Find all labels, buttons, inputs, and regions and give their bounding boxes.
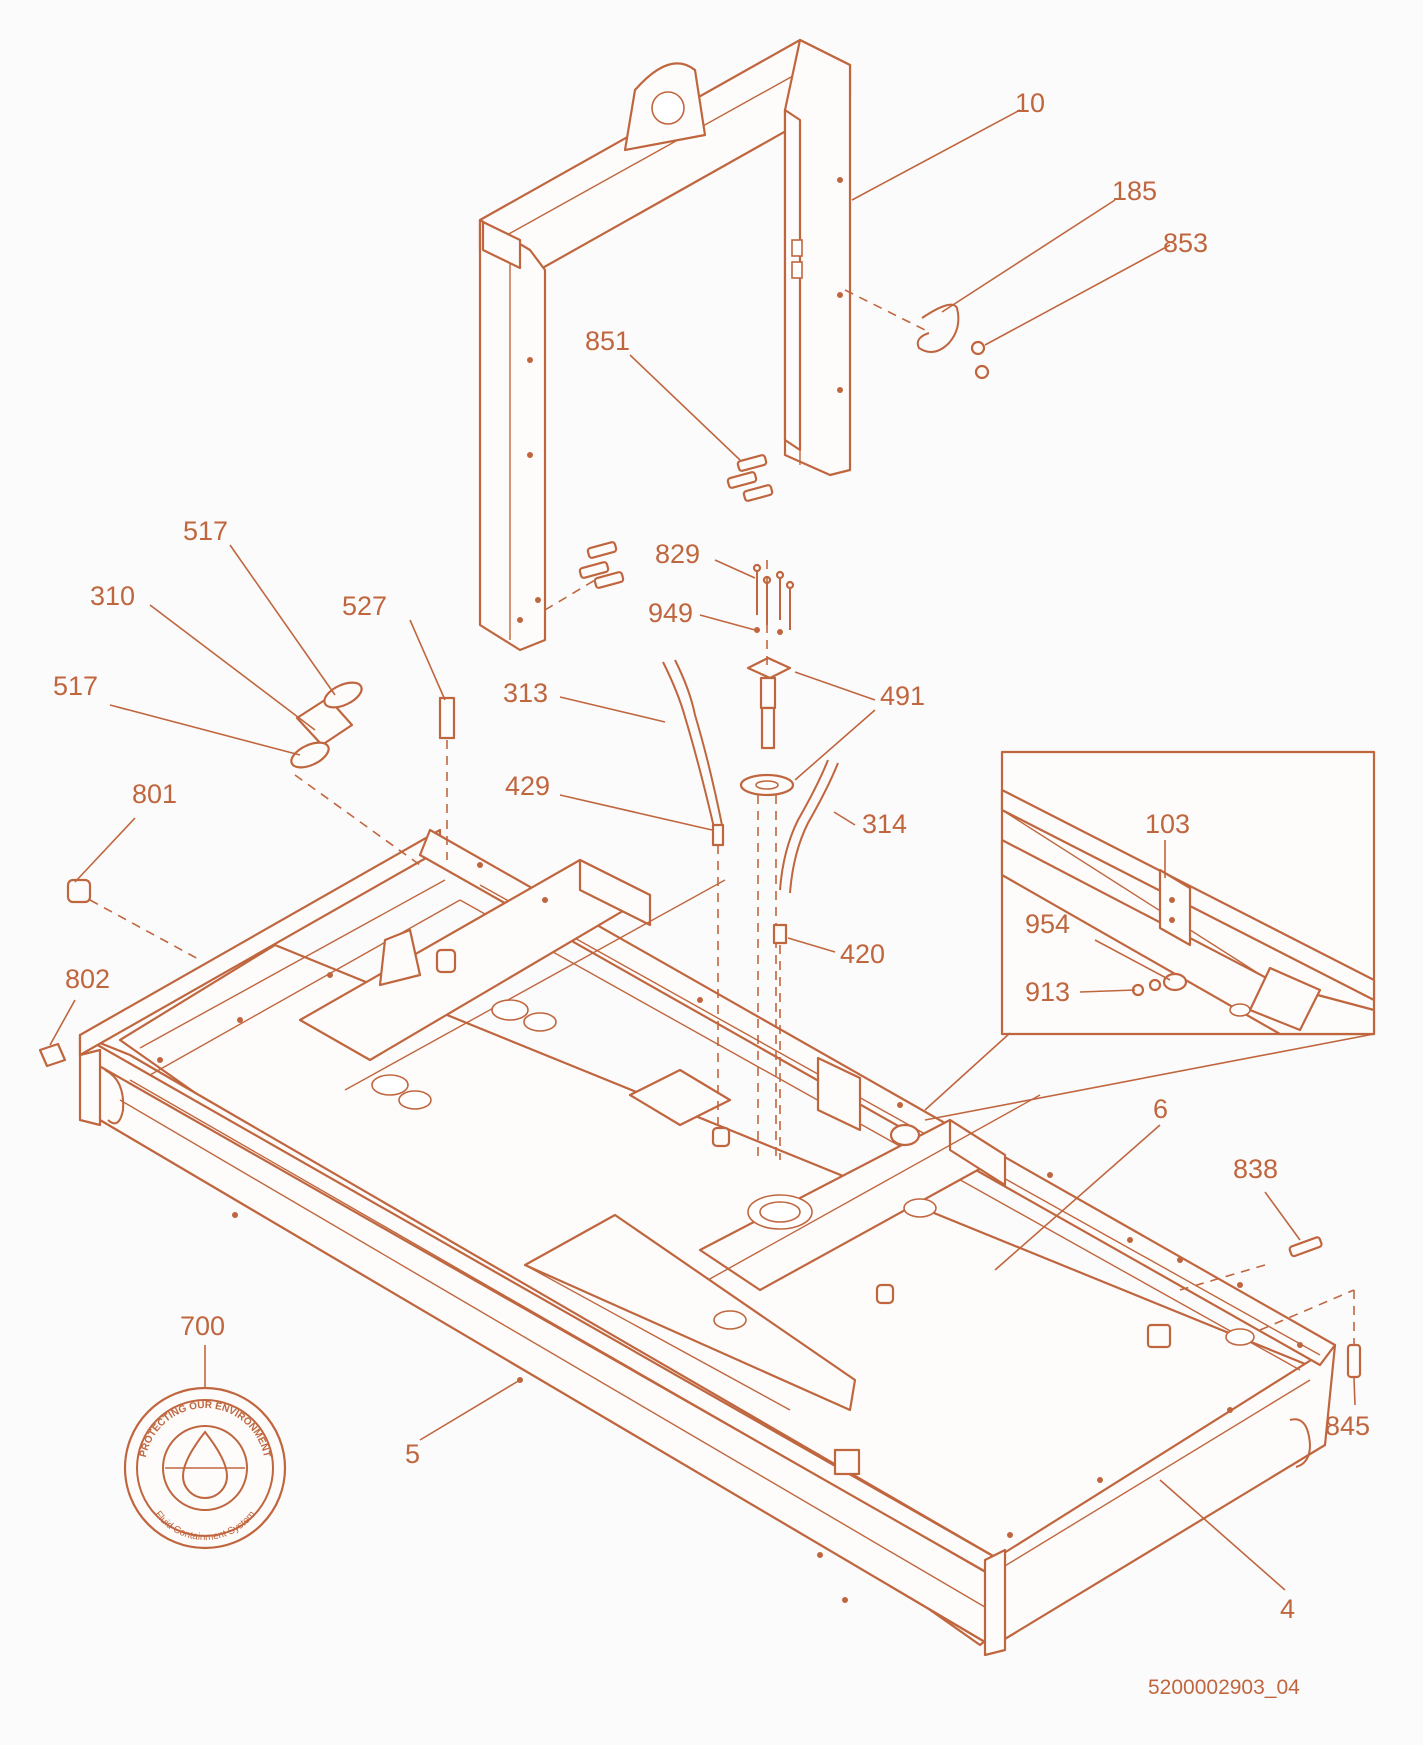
fitting-420 (772, 923, 788, 945)
detail-inset (924, 750, 1376, 1121)
plug-802 (38, 1042, 67, 1068)
inset-bracket (1158, 868, 1192, 947)
callout-5: 5 (405, 1439, 420, 1469)
connector-913-954 (889, 1123, 921, 1147)
callout-700: 700 (180, 1311, 225, 1341)
callout-517-bottom: 517 (53, 671, 98, 701)
back-rail (418, 828, 1337, 1367)
callout-853: 853 (1163, 228, 1208, 258)
callout-949: 949 (648, 598, 693, 628)
floor-hatch (628, 1068, 732, 1127)
spring-clip-185 (916, 303, 960, 353)
plug-801 (66, 878, 92, 904)
callout-491: 491 (880, 681, 925, 711)
cross-member-2-end (948, 1118, 1007, 1187)
lift-frame (478, 38, 852, 652)
cross-members (157, 858, 1303, 1603)
callout-185: 185 (1112, 176, 1157, 206)
callout-429: 429 (505, 771, 550, 801)
callout-314: 314 (862, 809, 907, 839)
bolt-853a (970, 340, 986, 356)
callout-103: 103 (1145, 809, 1190, 839)
callout-310: 310 (90, 581, 135, 611)
callout-913: 913 (1025, 977, 1070, 1007)
end-rail-left-face (78, 1048, 102, 1127)
callout-851: 851 (585, 326, 630, 356)
callout-845: 845 (1325, 1411, 1370, 1441)
right-post-inner (783, 108, 802, 452)
channel-rail (523, 1213, 857, 1412)
fitting-429 (711, 823, 725, 847)
fill-spout (378, 928, 422, 987)
fuel-sender-491 (739, 560, 795, 1162)
callout-6: 6 (1153, 1094, 1168, 1124)
base-frame (78, 828, 1337, 1657)
callout-517-top: 517 (183, 516, 228, 546)
fluid-drop-icon (181, 1430, 229, 1499)
callout-801: 801 (132, 779, 177, 809)
drawing-number: 5200002903_04 (1148, 1676, 1300, 1699)
hose-310 (290, 681, 363, 769)
small-parts (38, 289, 1362, 1379)
callout-838: 838 (1233, 1154, 1278, 1184)
bolt-838 (1288, 1236, 1323, 1258)
callout-4: 4 (1280, 1594, 1295, 1624)
cross-member-1-end (578, 858, 652, 927)
callout-527: 527 (342, 591, 387, 621)
callout-10: 10 (1015, 88, 1045, 118)
tube-313 (662, 661, 716, 833)
corner-plate (983, 1548, 1007, 1657)
callout-labels: 10 185 853 851 517 310 517 527 829 949 3… (53, 88, 1370, 1699)
fitting-527 (438, 696, 456, 740)
callout-829: 829 (655, 539, 700, 569)
callout-954: 954 (1025, 909, 1070, 939)
bolt-845 (1346, 1343, 1362, 1379)
bolts-851 (578, 454, 774, 589)
inset-connector (1162, 972, 1188, 992)
callout-420: 420 (840, 939, 885, 969)
tube-314 (779, 759, 829, 891)
callout-802: 802 (65, 964, 110, 994)
bolt-853b (974, 364, 990, 380)
left-post-tube-end (481, 220, 522, 270)
environment-badge: PROTECTING OUR ENVIRONMENT Fluid Contain… (123, 1386, 287, 1550)
leader-lines (49, 109, 1356, 1591)
mount-plate (816, 1056, 862, 1132)
callout-313: 313 (503, 678, 548, 708)
screws-829 (752, 563, 795, 630)
lift-left-post (478, 218, 547, 652)
